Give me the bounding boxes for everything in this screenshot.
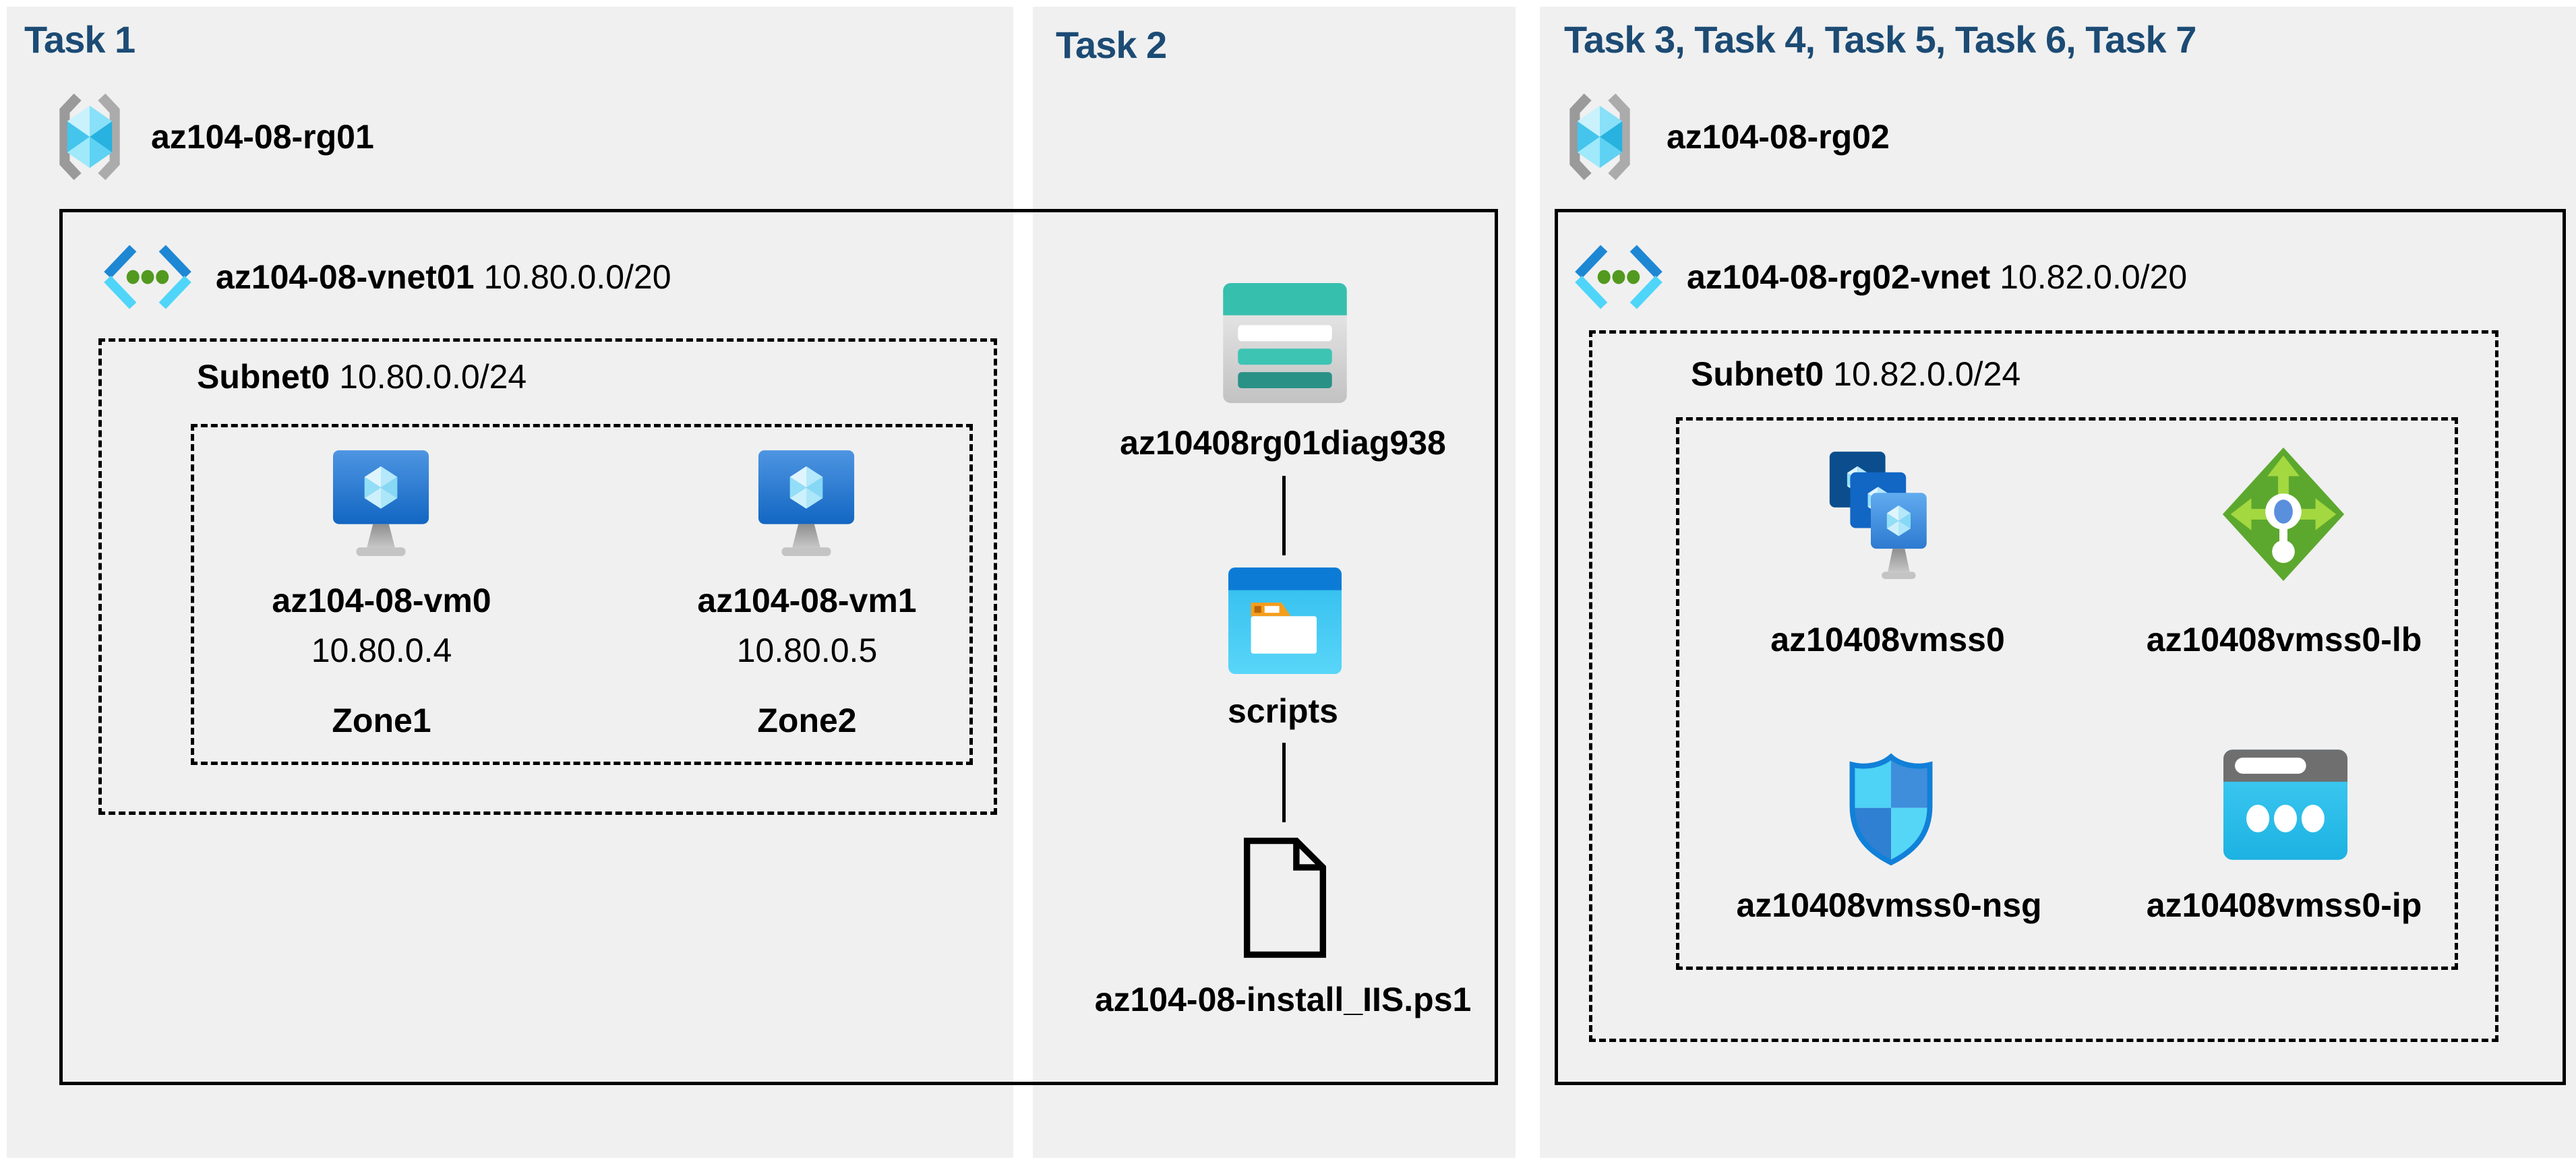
vnet1-cidr: 10.80.0.0/20: [483, 258, 671, 296]
subnet2-label: Subnet0 10.82.0.0/24: [1691, 356, 2020, 393]
blob-container-icon: [1228, 567, 1342, 674]
nsg-label: az10408vmss0-nsg: [1736, 886, 2042, 924]
storage-account-label: az10408rg01diag938: [1120, 424, 1446, 462]
script-file-icon: [1243, 837, 1327, 958]
public-ip-label: az10408vmss0-ip: [2146, 886, 2422, 924]
container-label: scripts: [1228, 692, 1338, 730]
vnet2-cidr: 10.82.0.0/20: [2000, 258, 2188, 296]
task2-title: Task 2: [1056, 24, 1167, 66]
subnet1-dashed-box: [98, 338, 997, 815]
vm-ip-label: 10.80.0.5: [736, 632, 878, 669]
storage-account-icon: [1223, 283, 1347, 403]
load-balancer-label: az10408vmss0-lb: [2146, 621, 2422, 658]
load-balancer-icon: [2222, 447, 2345, 582]
vnet2-label: az104-08-rg02-vnet 10.82.0.0/20: [1687, 259, 2187, 296]
vm-zone-label: Zone2: [757, 702, 857, 739]
vm-name-label: az104-08-vm1: [697, 582, 917, 619]
vnet1-boundary-box: [59, 209, 1498, 1085]
nsg-icon: [1849, 753, 1933, 866]
subnet1-cidr: 10.80.0.0/24: [339, 358, 527, 396]
subnet2-name: Subnet0: [1691, 355, 1824, 393]
script-file-label: az104-08-install_IIS.ps1: [1094, 981, 1472, 1018]
task1-title: Task 1: [24, 18, 136, 61]
vnet2-boundary-box: [1555, 209, 2566, 1085]
task3-title: Task 3, Task 4, Task 5, Task 6, Task 7: [1564, 18, 2196, 61]
task1-panel: [7, 7, 1013, 1158]
availability-zones-dashed-box: [191, 424, 973, 765]
connector-line: [1282, 476, 1286, 555]
public-ip-icon: [2223, 749, 2347, 860]
resource-group-icon: [59, 93, 120, 181]
vm-name-label: az104-08-vm0: [272, 582, 491, 619]
vmss-label: az10408vmss0: [1770, 621, 2005, 658]
subnet2-cidr: 10.82.0.0/24: [1833, 355, 2021, 393]
vmss-icon: [1829, 452, 1927, 580]
resource-group-label: az104-08-rg02: [1667, 118, 1890, 156]
vmss-resources-dashed-box: [1676, 417, 2458, 970]
subnet2-dashed-box: [1589, 330, 2498, 1042]
vm-ip-label: 10.80.0.4: [311, 632, 452, 669]
task3-panel: [1540, 7, 2576, 1158]
vnet2-name: az104-08-rg02-vnet: [1687, 258, 1991, 296]
resource-group-label: az104-08-rg01: [151, 118, 374, 156]
virtual-machine-icon: [758, 450, 855, 556]
connector-line: [1282, 743, 1286, 822]
virtual-network-icon: [1575, 245, 1663, 309]
subnet1-label: Subnet0 10.80.0.0/24: [197, 359, 527, 396]
virtual-network-icon: [104, 245, 191, 309]
vnet1-name: az104-08-vnet01: [216, 258, 475, 296]
vnet1-label: az104-08-vnet01 10.80.0.0/20: [216, 259, 671, 296]
subnet1-name: Subnet0: [197, 358, 330, 396]
vm-zone-label: Zone1: [332, 702, 431, 739]
virtual-machine-icon: [332, 450, 429, 556]
resource-group-icon: [1569, 93, 1630, 181]
